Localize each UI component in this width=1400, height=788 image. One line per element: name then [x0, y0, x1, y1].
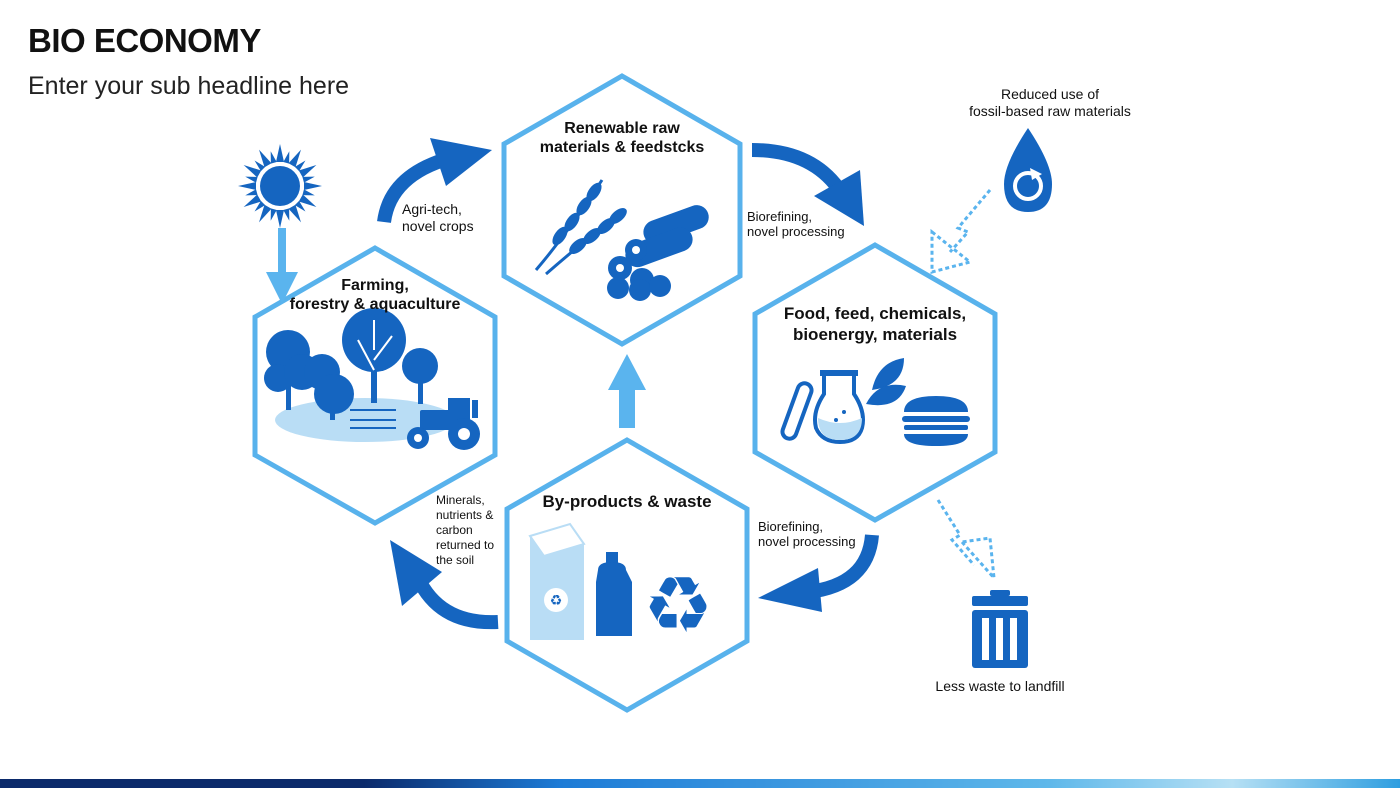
- flow-label-biorefining-bottom: Biorefining, novel processing: [758, 519, 856, 549]
- bottle-icon: [596, 552, 632, 636]
- leaf-icon: [866, 358, 906, 406]
- page-subtitle: Enter your sub headline here: [28, 72, 350, 100]
- arrow-sun-to-farming: [266, 228, 298, 304]
- sun-icon: [238, 144, 322, 228]
- footer-gradient-bar: [0, 779, 1400, 788]
- wheat-icon: [534, 179, 627, 276]
- flask-icon: [780, 370, 865, 445]
- trees-icon: [264, 308, 455, 442]
- arrow-minerals: [390, 540, 499, 630]
- svg-text:♻: ♻: [643, 561, 713, 651]
- trash-icon: [972, 590, 1028, 668]
- flow-label-minerals: Minerals, nutrients & carbon returned to…: [436, 493, 495, 567]
- hex-title-products: Food, feed, chemicals, bioenergy, materi…: [783, 304, 967, 344]
- outcome-label-landfill: Less waste to landfill: [935, 678, 1065, 694]
- hex-title-renewable: Renewable raw materials & feedstcks: [539, 120, 705, 156]
- burger-icon: [902, 396, 970, 446]
- flow-label-agritech: Agri-tech, novel crops: [402, 201, 474, 234]
- arrow-landfill-dashed: [936, 499, 996, 583]
- outcome-label-fossil: Reduced use of fossil-based raw material…: [969, 86, 1131, 119]
- page-title: BIO ECONOMY: [28, 22, 261, 59]
- arrow-byproducts-up: [608, 354, 646, 428]
- hex-title-farming: Farming, forestry & aquaculture: [289, 277, 461, 313]
- arrow-fossil-dashed: [930, 189, 992, 274]
- drop-icon: [1004, 128, 1052, 212]
- hex-title-byproducts: By-products & waste: [542, 492, 712, 511]
- arrow-biorefining-bottom: [758, 534, 879, 612]
- tractor-icon: [407, 398, 480, 450]
- logs-icon: [607, 205, 709, 301]
- arrow-biorefining-top: [751, 143, 864, 226]
- arrow-agritech: [377, 138, 492, 224]
- recycle-icon: ♻: [643, 561, 713, 651]
- flow-label-biorefining-top: Biorefining, novel processing: [747, 209, 845, 239]
- carton-icon: ♻: [528, 522, 586, 640]
- svg-text:♻: ♻: [550, 593, 563, 609]
